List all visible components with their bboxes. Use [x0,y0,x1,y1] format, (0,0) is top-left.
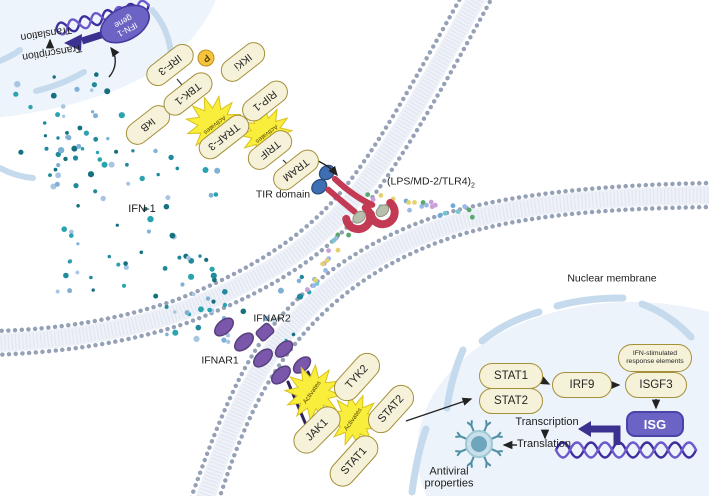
isre-line2: response elements [626,358,684,365]
stat-to-nucleus-arrow [405,397,473,422]
tl-transcription-arrow [64,30,106,51]
isre-line1: IFN-stimulated [632,350,678,358]
antiviral-line2: properties [424,477,474,489]
plasma-membrane-cell2 [189,180,709,496]
ifn1-label: IFN-1 [128,203,156,216]
tir-domain-label: TIR domain [255,188,311,201]
br-translation-label: Translation [516,438,572,451]
node-irf9: IRF9 [552,372,612,398]
node-isre: IFN-stimulated response elements [618,344,692,372]
nuclear-membrane-label: Nuclear membrane [567,272,657,285]
ifnar1-label: IFNAR1 [201,354,239,367]
lps-complex-label: (LPS/MD-2/TLR4)2 [387,175,475,190]
ifn1-gene-oval [100,4,150,44]
br-transcription-arrow [578,421,621,445]
antiviral-properties-label: Antiviral properties [425,466,474,489]
node-isgf3: ISGF3 [625,372,687,398]
br-transcription-label: Transcription [515,416,579,429]
br-dna-icon [554,441,698,459]
lps-complex-subscript: 2 [471,182,475,190]
virus-icon [455,420,503,468]
plasma-membrane-cell1 [0,0,494,357]
node-stat1-nucleus: STAT1 [479,363,543,389]
ifn1-molecule-dots [13,72,312,344]
stat-to-irf9-arrow [539,376,551,385]
irf3-to-gene-arrow [108,46,120,78]
antiviral-line1: Antiviral [429,465,469,478]
lps-complex-text: (LPS/MD-2/TLR4) [387,175,472,188]
ifnar2-label: IFNAR2 [253,312,291,325]
node-stat2-nucleus: STAT2 [479,388,543,414]
node-isg: ISG [626,411,684,437]
